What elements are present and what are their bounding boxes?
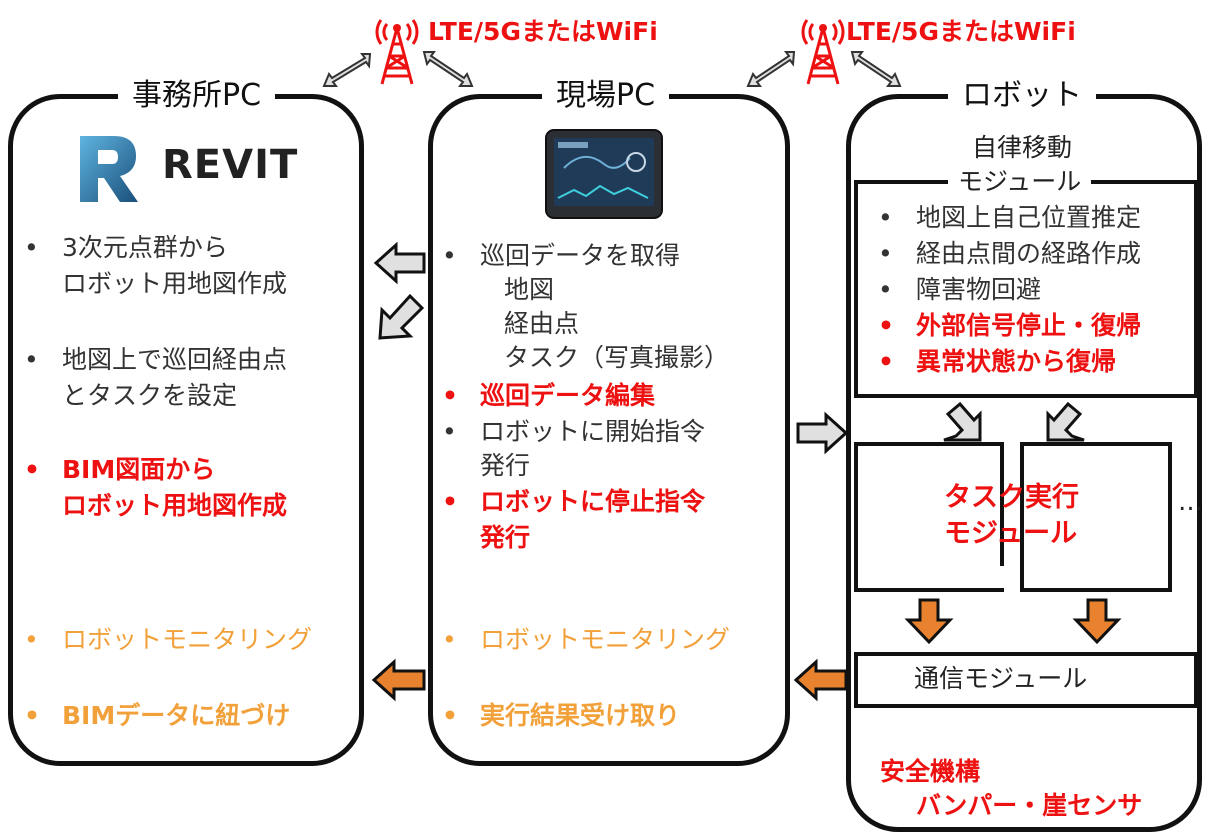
site-item-start-cont: 発行 xyxy=(480,451,531,480)
site-item-stop-cont: 発行 xyxy=(480,523,531,552)
office-pc-panel xyxy=(8,94,364,766)
task-module-line xyxy=(1000,446,1004,566)
office-item-3-cont: ロボット用地図作成 xyxy=(62,491,288,520)
arrow-left-orange-icon xyxy=(371,658,426,702)
arrow-right-gray-icon xyxy=(796,411,849,455)
safety-title: 安全機構 xyxy=(880,757,981,786)
auto-item-recovery: 異常状態から復帰 xyxy=(878,344,1116,380)
task-module-label-1: タスク実行 xyxy=(944,482,1079,513)
antenna-icon-right xyxy=(801,19,845,85)
site-item-monitoring: ロボットモニタリング xyxy=(442,622,730,658)
office-item-3: BIM図面から xyxy=(24,452,215,488)
office-item-monitoring: ロボットモニタリング xyxy=(24,622,312,658)
double-arrow-icon xyxy=(746,51,796,87)
autonomous-label-1: 自律移動 xyxy=(972,133,1073,162)
arrow-down-left-gray-icon xyxy=(1046,401,1085,442)
robot-title: ロボット xyxy=(948,78,1096,114)
arrow-down-orange-icon xyxy=(1072,598,1122,645)
arrow-down-orange-icon xyxy=(904,598,954,645)
auto-item-obstacle: 障害物回避 xyxy=(878,272,1041,308)
site-item-fetch: 巡回データを取得 xyxy=(442,238,680,274)
task-module-gap xyxy=(1020,446,1024,564)
office-item-2-cont: とタスクを設定 xyxy=(62,381,238,410)
task-module-ellipsis: … xyxy=(1178,487,1203,516)
site-sub-map: 地図 xyxy=(504,275,555,304)
office-item-2: 地図上で巡回経由点 xyxy=(24,342,287,378)
arrow-down-right-gray-icon xyxy=(943,401,982,442)
auto-item-path: 経由点間の経路作成 xyxy=(878,236,1141,272)
comm-label-left: LTE/5GまたはWiFi xyxy=(428,17,658,46)
task-module-label-2: モジュール xyxy=(944,518,1078,549)
revit-logo-icon xyxy=(80,136,138,202)
site-item-start: ロボットに開始指令 xyxy=(442,414,705,450)
auto-item-localization: 地図上自己位置推定 xyxy=(878,200,1141,236)
double-arrow-icon xyxy=(322,53,372,87)
auto-item-external-stop: 外部信号停止・復帰 xyxy=(878,308,1141,344)
antenna-icon-left xyxy=(375,19,419,85)
site-sub-waypoint: 経由点 xyxy=(504,309,580,338)
site-item-stop: ロボットに停止指令 xyxy=(442,484,705,520)
arrow-left-orange-icon xyxy=(793,658,848,702)
office-item-1: 3次元点群から xyxy=(24,230,228,266)
safety-detail: バンパー・崖センサ xyxy=(916,791,1143,820)
task-module-box xyxy=(854,442,1004,592)
autonomous-label-2: モジュール xyxy=(948,164,1092,200)
comm-module-label: 通信モジュール xyxy=(914,664,1088,693)
tablet-image-icon xyxy=(545,129,663,219)
arrow-down-left-gray-icon xyxy=(378,293,425,340)
office-pc-title: 事務所PC xyxy=(118,78,276,114)
arrow-left-gray-icon xyxy=(373,241,426,285)
comm-module-box xyxy=(854,652,1198,708)
site-item-edit: 巡回データ編集 xyxy=(442,378,655,414)
site-item-results: 実行結果受け取り xyxy=(442,698,680,734)
office-item-1-cont: ロボット用地図作成 xyxy=(62,269,288,298)
revit-logo-text: REVIT xyxy=(162,142,299,188)
double-arrow-icon xyxy=(422,51,474,87)
site-pc-title: 現場PC xyxy=(542,78,670,114)
double-arrow-icon xyxy=(850,51,902,87)
site-sub-task: タスク（写真撮影） xyxy=(504,343,730,372)
office-item-bim: BIMデータに紐づけ xyxy=(24,698,290,734)
comm-label-right: LTE/5GまたはWiFi xyxy=(846,17,1076,46)
